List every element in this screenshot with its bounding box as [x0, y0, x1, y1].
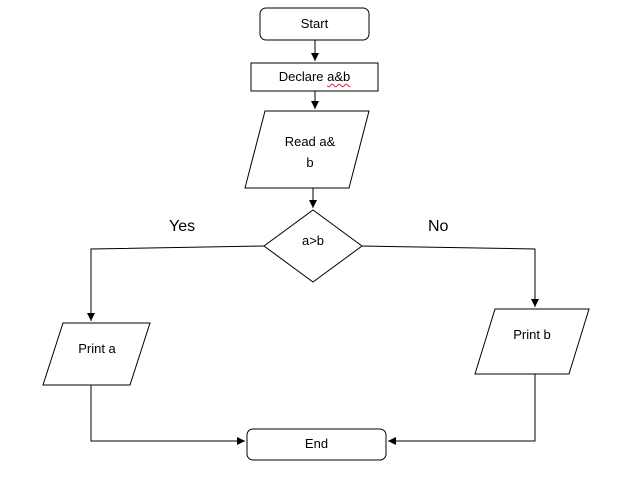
declare-node [250, 62, 379, 92]
declare-label: Declare a&b [251, 68, 378, 86]
edge-label-no: No [428, 218, 449, 235]
edge-label-yes: Yes [169, 218, 196, 235]
read-node [244, 110, 370, 189]
read-label-line1: Read a& [284, 134, 336, 149]
declare-label-prefix: Declare [278, 69, 328, 84]
end-label: End [304, 436, 329, 451]
declare-label-vars: a&b [327, 69, 351, 84]
arrow-decision-no-to-print-b [361, 245, 539, 307]
arrow-decision-yes-to-print-a [87, 245, 265, 321]
arrow-print-b-to-end [388, 374, 536, 445]
arrow-print-a-to-end [90, 385, 245, 445]
decision-label: a>b [301, 233, 325, 248]
print-a-label: Print a [78, 341, 116, 356]
print-a-node [42, 322, 151, 386]
decision-node [263, 209, 363, 283]
print-b-node [474, 308, 590, 375]
print-b-label: Print b [513, 327, 551, 342]
start-label: Start [300, 16, 329, 31]
end-node [246, 428, 387, 461]
read-label-line2: b [306, 155, 314, 170]
